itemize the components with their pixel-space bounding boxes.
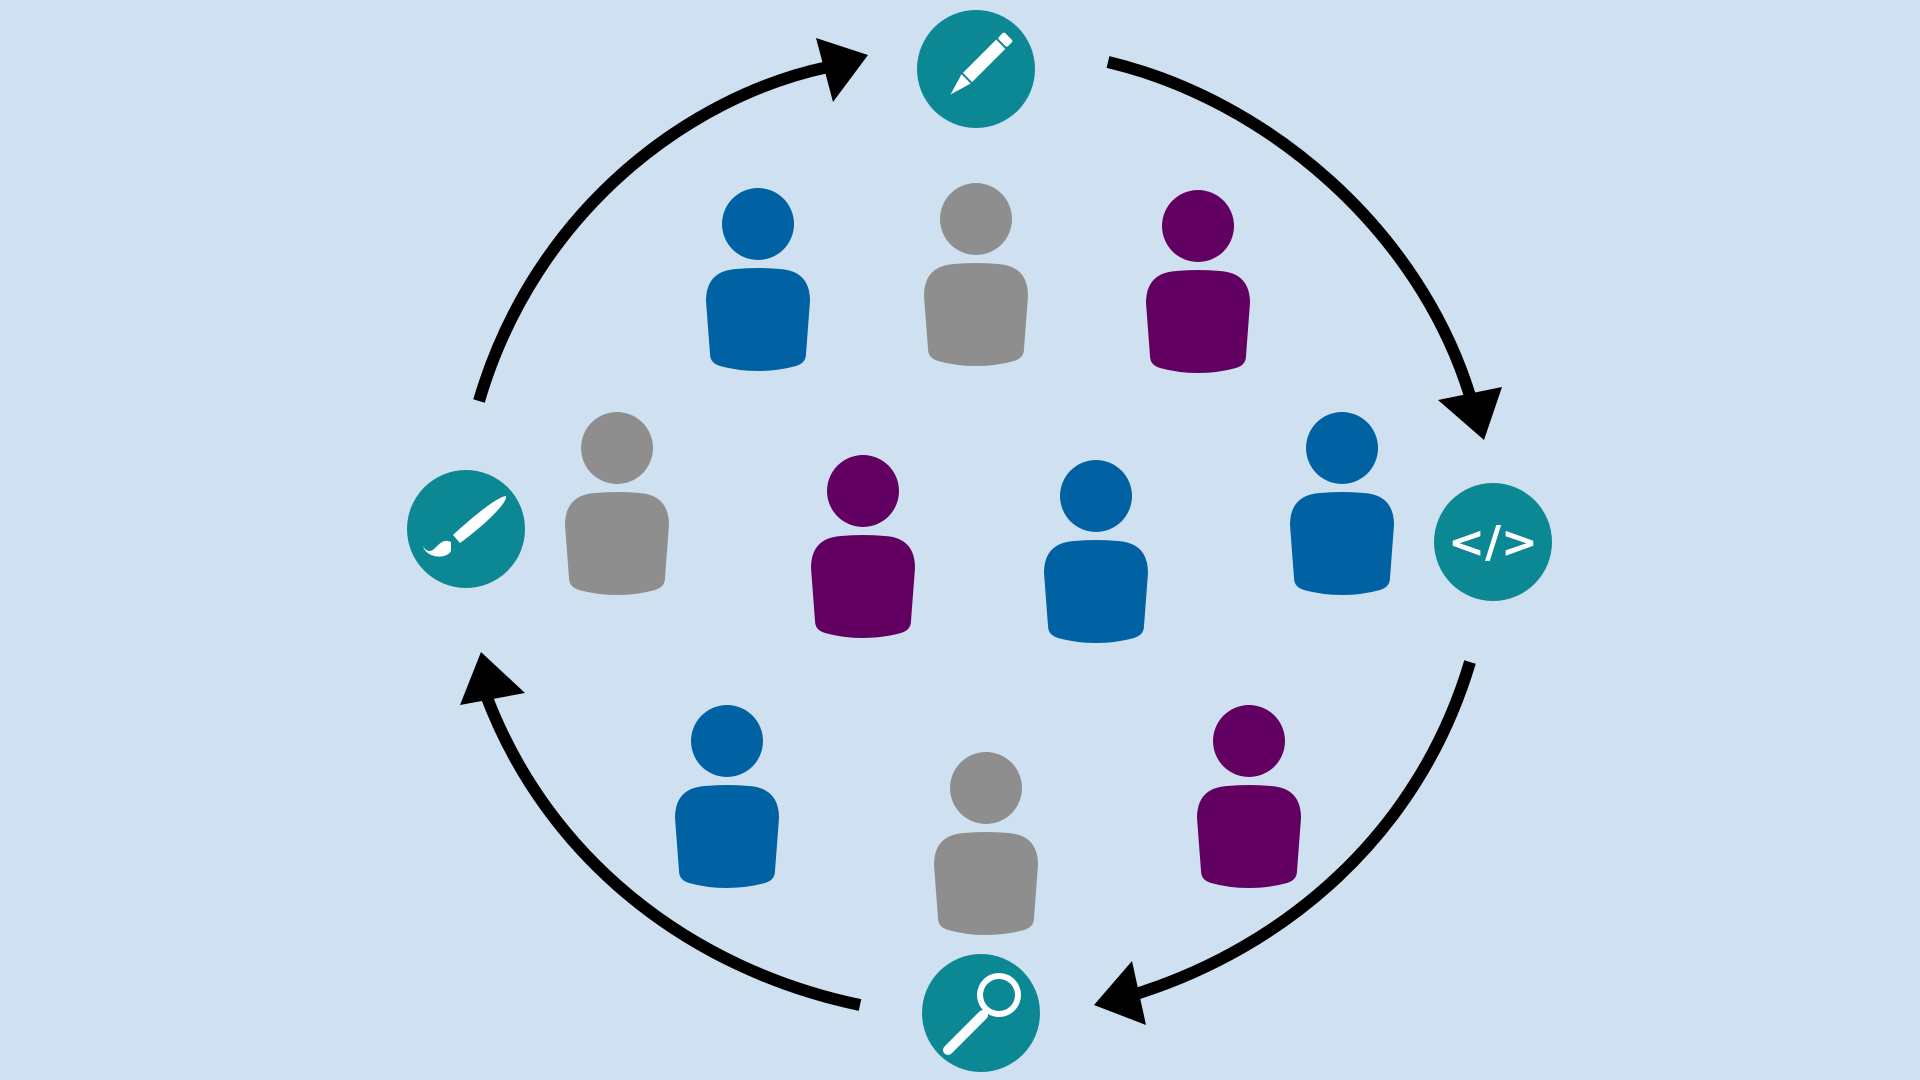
arrow-right-to-bottom — [1094, 660, 1476, 1025]
person-body — [1146, 270, 1250, 373]
person-gray — [924, 183, 1028, 366]
person-gray — [565, 412, 669, 595]
person-head — [722, 188, 794, 260]
person-head — [691, 705, 763, 777]
person-body — [934, 832, 1038, 935]
person-head — [950, 752, 1022, 824]
cycle-arrows — [460, 38, 1502, 1025]
arrow-left-to-top — [473, 38, 868, 403]
person-blue — [1044, 460, 1148, 643]
person-blue — [1290, 412, 1394, 595]
person-head — [827, 455, 899, 527]
person-body — [1197, 785, 1301, 888]
person-head — [581, 412, 653, 484]
person-body — [1044, 540, 1148, 643]
stage-test — [922, 954, 1040, 1072]
person-body — [1290, 492, 1394, 595]
person-head — [1162, 190, 1234, 262]
stage-develop: </> — [1434, 483, 1552, 601]
code-icon: </> — [1448, 517, 1538, 568]
paintbrush-icon — [423, 496, 507, 557]
people-group — [565, 183, 1394, 935]
magnifier-icon — [943, 973, 1021, 1055]
person-head — [1060, 460, 1132, 532]
person-body — [811, 535, 915, 638]
pencil-icon — [950, 32, 1013, 95]
arrow-bottom-to-left — [460, 652, 862, 1011]
person-head — [940, 183, 1012, 255]
person-body — [706, 268, 810, 371]
person-purple — [1146, 190, 1250, 373]
person-purple — [1197, 705, 1301, 888]
person-head — [1306, 412, 1378, 484]
person-purple — [811, 455, 915, 638]
person-gray — [934, 752, 1038, 935]
person-body — [924, 263, 1028, 366]
person-blue — [706, 188, 810, 371]
person-body — [565, 492, 669, 595]
person-blue — [675, 705, 779, 888]
arrow-top-to-right — [1106, 56, 1502, 440]
person-body — [675, 785, 779, 888]
stage-paint — [407, 470, 525, 588]
stage-circle — [1434, 483, 1552, 601]
stage-design — [917, 10, 1035, 128]
person-head — [1213, 705, 1285, 777]
